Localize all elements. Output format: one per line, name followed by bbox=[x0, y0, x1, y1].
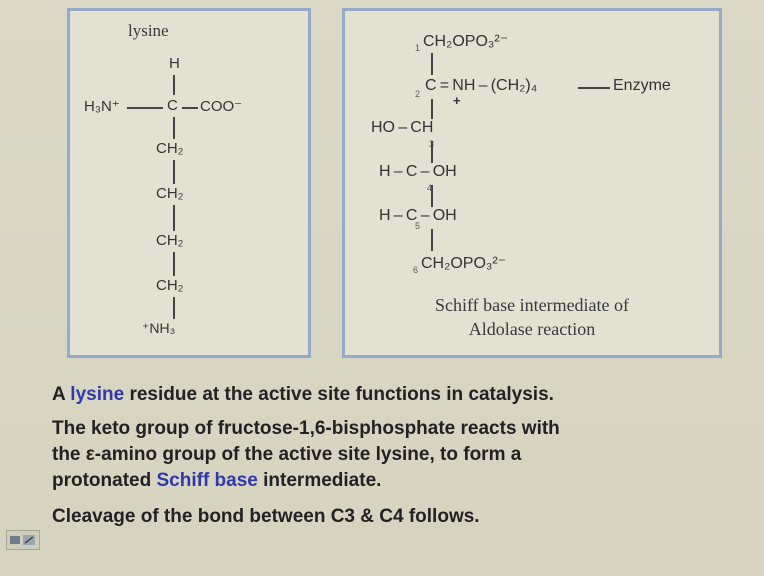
lysine-chain-ch2-4: CH₂ bbox=[156, 277, 184, 294]
text-line-5: Cleavage of the bond between C3 & C4 fol… bbox=[52, 506, 480, 527]
text-line-4: protonated Schiff base intermediate. bbox=[52, 470, 381, 492]
bond bbox=[431, 229, 433, 251]
bond bbox=[173, 117, 175, 139]
text-line-1-post: residue at the active site functions in … bbox=[124, 384, 554, 405]
lysine-title: lysine bbox=[128, 21, 169, 40]
schiff-c1-group: CH₂OPO₃²⁻ bbox=[423, 33, 509, 50]
carbon-number-1: 1 bbox=[415, 43, 421, 53]
carbon-number-2: 2 bbox=[415, 89, 421, 99]
text-highlight-lysine: lysine bbox=[70, 384, 125, 405]
text-line-1: A lysine residue at the active site func… bbox=[52, 384, 554, 406]
schiff-c3-group: HO – CH bbox=[371, 119, 434, 136]
schiff-caption-line1: Schiff base intermediate of bbox=[434, 295, 630, 315]
lysine-chain-ch2-3: CH₂ bbox=[156, 232, 184, 249]
bond bbox=[173, 205, 175, 231]
text-highlight-schiff-base: Schiff base bbox=[156, 470, 258, 491]
text-line-2: The keto group of fructose-1,6-bisphosph… bbox=[52, 418, 560, 439]
schiff-c6-group: CH₂OPO₃²⁻ bbox=[421, 255, 507, 272]
schiff-c2-imine: C = NH – (CH₂)₄ bbox=[425, 77, 538, 94]
lysine-chain-ch2-2: CH₂ bbox=[156, 185, 184, 202]
schiff-plus-charge: + bbox=[453, 93, 461, 108]
bond bbox=[431, 53, 433, 75]
lysine-h-top: H bbox=[169, 55, 180, 72]
pen-tool-icon[interactable] bbox=[7, 531, 39, 549]
carbon-number-6: 6 bbox=[413, 265, 419, 275]
text-line-4-pre: protonated bbox=[52, 470, 157, 491]
lysine-terminal-amine: ⁺NH₃ bbox=[142, 320, 176, 336]
bond bbox=[173, 297, 175, 319]
text-line-3: the ε-amino group of the active site lys… bbox=[52, 444, 522, 465]
slide-tool-tray[interactable] bbox=[6, 530, 40, 550]
lysine-chain-ch2-1: CH₂ bbox=[156, 140, 184, 157]
schiff-c5-group: H – C – OH bbox=[379, 207, 457, 224]
bond bbox=[173, 75, 175, 95]
text-line-1-pre: A bbox=[52, 384, 71, 405]
schiff-base-panel: 1 CH₂OPO₃²⁻ 2 C = NH – (CH₂)₄ + Enzyme H… bbox=[342, 8, 722, 358]
bond bbox=[182, 107, 198, 109]
bond bbox=[173, 252, 175, 276]
lysine-carboxylate: COO⁻ bbox=[200, 98, 243, 115]
bond bbox=[578, 87, 610, 89]
lysine-structure-panel: lysine H H₃N⁺ C COO⁻ CH₂ CH₂ CH₂ CH₂ ⁺NH… bbox=[67, 8, 311, 358]
carbon-number-4: 4 bbox=[427, 183, 433, 193]
text-line-4-post: intermediate. bbox=[257, 470, 382, 491]
lysine-amino-group: H₃N⁺ bbox=[84, 98, 120, 115]
schiff-c4-group: H – C – OH bbox=[379, 163, 457, 180]
bond bbox=[173, 160, 175, 184]
schiff-caption-line2: Aldolase reaction bbox=[468, 319, 596, 339]
bond bbox=[431, 141, 433, 163]
lysine-alpha-carbon: C bbox=[167, 97, 178, 114]
carbon-number-5: 5 bbox=[415, 221, 421, 231]
bond bbox=[431, 99, 433, 119]
schiff-enzyme-label: Enzyme bbox=[613, 77, 671, 94]
bond bbox=[431, 185, 433, 207]
bond bbox=[127, 107, 163, 109]
